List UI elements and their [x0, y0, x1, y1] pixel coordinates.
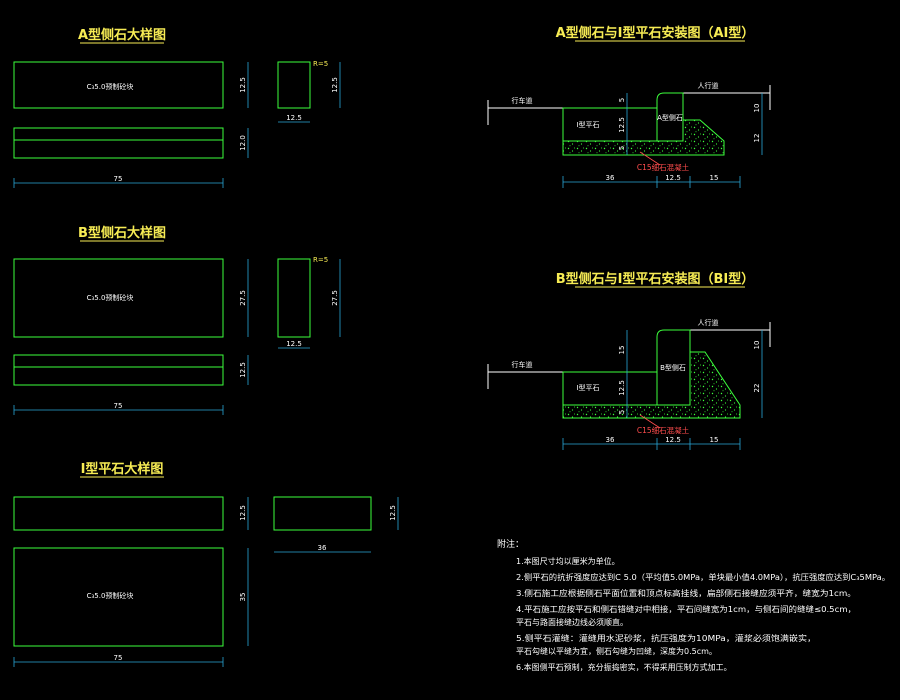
a-curb-w-text: 12.5	[286, 114, 302, 122]
i-flat-section	[273, 496, 372, 531]
a-curb-elevation	[13, 61, 224, 109]
b-curb-material-label: C₃5.0预制砼块	[87, 293, 134, 302]
ai-dim-d3: 15	[710, 174, 719, 182]
note-item: 5.侧平石灌缝：灌缝用水泥砂浆，抗压强度为10MPa，灌浆必须饱满嵌实，	[516, 633, 816, 643]
i-flat-h1-text: 12.5	[239, 505, 247, 521]
bi-dim-v3: 12.5	[618, 380, 626, 396]
ai-dim-v5: 5	[618, 146, 626, 150]
i-flat-elevation	[13, 496, 224, 531]
note-item: 1.本图尺寸均以厘米为单位。	[516, 556, 620, 566]
b-curb-detail: B型侧石大样图 C₃5.0预制砼块 75 27.5 12.5 12.5 R=5 …	[13, 225, 341, 415]
a-curb-material-label: C₃5.0预制砼块	[87, 82, 134, 91]
ai-curb	[656, 92, 684, 142]
b-curb-radius-mark: R=5	[313, 256, 328, 264]
b-curb-length-text: 75	[114, 402, 123, 410]
a-curb-length-text: 75	[114, 175, 123, 183]
ai-curb-label: A型侧石	[657, 113, 683, 122]
ai-flat-label: I型平石	[576, 120, 599, 129]
i-flat-hmain-text: 35	[239, 593, 247, 602]
a-curb-h1-text: 12.5	[239, 77, 247, 93]
a-curb-detail: A型侧石大样图 C₃5.0预制砼块 75 12.5 12.0 12.5 R=5 …	[13, 27, 341, 188]
a-curb-plan	[13, 127, 224, 159]
a-curb-radius-mark: R=5	[313, 60, 328, 68]
bi-sidewalk-label: 人行道	[698, 318, 719, 327]
notes-heading: 附注：	[497, 538, 524, 550]
b-curb-h2-text: 12.5	[239, 362, 247, 378]
a-curb-hside-text: 12.5	[331, 77, 339, 93]
note-item: 2.侧平石的抗折强度应达到C 5.0（平均值5.0MPa，单块最小值4.0MPa…	[516, 572, 890, 582]
bi-install-title: B型侧石与I型平石安装图（BI型）	[556, 271, 755, 287]
b-curb-elevation	[13, 258, 224, 338]
i-flat-hside-text: 12.5	[389, 505, 397, 521]
ai-sidewalk-label: 人行道	[698, 81, 719, 90]
note-item: 4.平石施工应按平石和侧石错缝对中相接，平石间缝宽为1cm，与侧石间的缝缝≤0.…	[516, 604, 856, 614]
ai-carriageway-label: 行车道	[512, 96, 533, 105]
ai-dim-d1: 36	[606, 174, 615, 182]
ai-dim-d2: 12.5	[665, 174, 681, 182]
b-curb-hside-text: 27.5	[331, 290, 339, 306]
note-item: 平石与路面接缝边线必须顺直。	[516, 617, 628, 627]
i-flat-plan	[13, 547, 224, 647]
ai-dim-v3: 12.5	[618, 117, 626, 133]
i-flat-length-text: 75	[114, 654, 123, 662]
bi-flat-label: I型平石	[576, 383, 599, 392]
i-flat-title: I型平石大样图	[81, 461, 164, 477]
a-curb-title: A型侧石大样图	[78, 27, 166, 43]
bi-dim-v2: 22	[753, 384, 761, 393]
note-item: 6.本图侧平石预制，充分振捣密实，不得采用压制方式加工。	[516, 662, 732, 672]
bi-curb	[656, 329, 691, 406]
ai-concrete-label: C15细石混凝土	[637, 162, 690, 172]
ai-install-title: A型侧石与I型平石安装图（AI型）	[556, 25, 755, 41]
a-curb-section	[277, 61, 311, 109]
ai-dim-v4: 5	[618, 98, 626, 102]
b-curb-w-text: 12.5	[286, 340, 302, 348]
ai-dim-v1: 10	[753, 104, 761, 113]
bi-carriageway-label: 行车道	[512, 360, 533, 369]
notes-block: 附注： 1.本图尺寸均以厘米为单位。 2.侧平石的抗折强度应达到C 5.0（平均…	[497, 538, 890, 672]
bi-dim-v1: 10	[753, 341, 761, 350]
b-curb-h1-text: 27.5	[239, 290, 247, 306]
b-curb-title: B型侧石大样图	[78, 225, 166, 241]
i-flat-w-text: 36	[318, 544, 327, 552]
a-curb-h2-text: 12.0	[239, 135, 247, 151]
bi-install-drawing: B型侧石与I型平石安装图（BI型） 行车道 人行道 I型平石 B型侧石 C15细…	[487, 271, 771, 450]
note-item: 3.侧石施工应根据侧石平面位置和顶点标高挂线，扁部侧石接缝应须平齐，缝宽为1cm…	[516, 588, 856, 598]
ai-install-drawing: A型侧石与I型平石安装图（AI型） 行车道 人行道 I型平石 A型侧石 C15细…	[487, 25, 771, 188]
bi-dim-d3: 15	[710, 436, 719, 444]
i-flat-detail: I型平石大样图 C₃5.0预制砼块 75 12.5 35 36 12.5	[13, 461, 399, 667]
b-curb-plan	[13, 354, 224, 386]
b-curb-section	[277, 258, 311, 338]
bi-dim-d1: 36	[606, 436, 615, 444]
bi-dim-v4: 15	[618, 346, 626, 355]
ai-dim-v2: 12	[753, 134, 761, 143]
bi-concrete-bed	[562, 351, 741, 419]
bi-dim-d2: 12.5	[665, 436, 681, 444]
ai-concrete-leader	[639, 151, 661, 166]
bi-concrete-leader	[639, 414, 661, 429]
note-item: 平石勾缝以平缝为宜，侧石勾缝为凹缝，深度为0.5cm。	[516, 646, 717, 656]
ai-concrete-bed	[562, 119, 725, 156]
bi-concrete-label: C15细石混凝土	[637, 425, 690, 435]
i-flat-material-label: C₃5.0预制砼块	[87, 591, 134, 600]
bi-curb-label: B型侧石	[660, 363, 686, 372]
bi-dim-v5: 5	[618, 410, 626, 414]
